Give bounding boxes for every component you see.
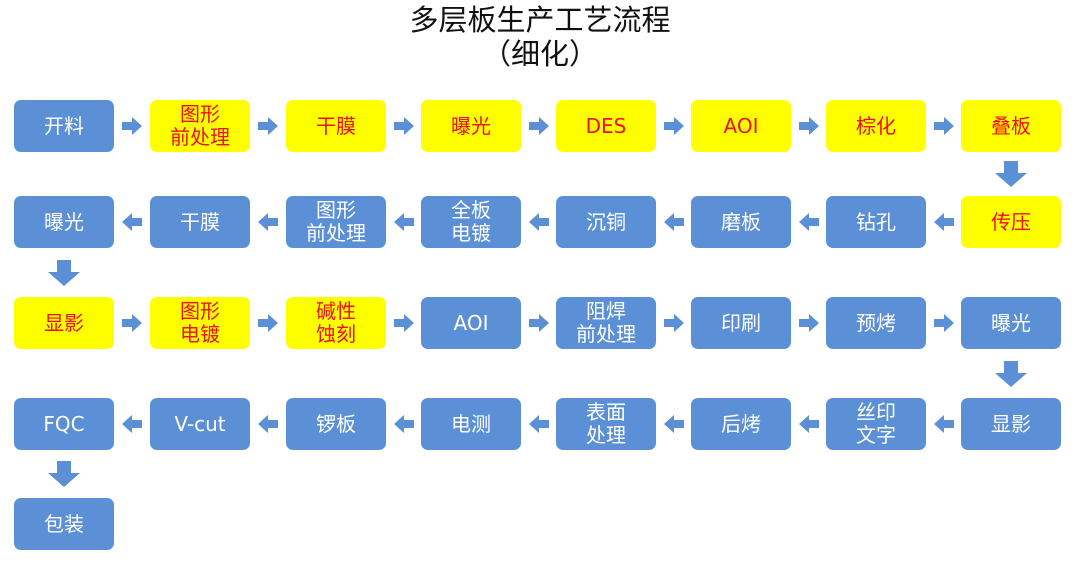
process-step: 丝印 文字: [826, 398, 926, 450]
arrow-left-icon: [393, 415, 414, 433]
process-step: 沉铜: [556, 196, 656, 248]
arrow-left-icon: [393, 213, 414, 231]
arrow-down-icon: [995, 161, 1027, 187]
arrow-left-icon: [798, 415, 819, 433]
process-step: 全板 电镀: [421, 196, 521, 248]
arrow-right-icon: [393, 117, 414, 135]
arrow-left-icon: [528, 213, 549, 231]
process-step: DES: [556, 100, 656, 152]
arrow-left-icon: [528, 415, 549, 433]
arrow-right-icon: [122, 314, 142, 332]
process-step: 干膜: [286, 100, 386, 152]
arrow-right-icon: [933, 314, 954, 332]
arrow-left-icon: [663, 415, 684, 433]
page-subtitle: （细化）: [481, 37, 598, 71]
process-step: 碱性 蚀刻: [286, 297, 386, 349]
arrow-left-icon: [663, 213, 684, 231]
process-step: 图形 电镀: [150, 297, 250, 349]
process-step: 曝光: [14, 196, 114, 248]
arrow-right-icon: [258, 117, 278, 135]
process-step: AOI: [421, 297, 521, 349]
arrow-right-icon: [663, 117, 684, 135]
process-step: V-cut: [150, 398, 250, 450]
process-step: 电测: [421, 398, 521, 450]
arrow-right-icon: [798, 314, 819, 332]
arrow-down-icon: [48, 259, 80, 286]
arrow-right-icon: [122, 117, 142, 135]
arrow-down-icon: [48, 461, 80, 487]
arrow-right-icon: [933, 117, 954, 135]
arrow-right-icon: [393, 314, 414, 332]
process-step: 图形 前处理: [150, 100, 250, 152]
arrow-right-icon: [528, 117, 549, 135]
process-step: 开料: [14, 100, 114, 152]
arrow-left-icon: [122, 415, 142, 433]
arrow-down-icon: [995, 360, 1027, 387]
process-step: 钻孔: [826, 196, 926, 248]
process-step: 棕化: [826, 100, 926, 152]
process-step: 叠板: [961, 100, 1061, 152]
process-step: 传压: [961, 196, 1061, 248]
arrow-left-icon: [122, 213, 142, 231]
process-step: 显影: [961, 398, 1061, 450]
process-step: 显影: [14, 297, 114, 349]
arrow-left-icon: [798, 213, 819, 231]
process-step: 曝光: [421, 100, 521, 152]
arrow-right-icon: [528, 314, 549, 332]
arrow-left-icon: [258, 213, 278, 231]
process-step: 阻焊 前处理: [556, 297, 656, 349]
arrow-left-icon: [933, 213, 954, 231]
process-step: 后烤: [691, 398, 791, 450]
process-step: 表面 处理: [556, 398, 656, 450]
arrow-right-icon: [798, 117, 819, 135]
page-title: 多层板生产工艺流程: [409, 3, 671, 37]
process-step: 图形 前处理: [286, 196, 386, 248]
process-step: AOI: [691, 100, 791, 152]
arrow-right-icon: [258, 314, 278, 332]
process-step: 干膜: [150, 196, 250, 248]
arrow-left-icon: [258, 415, 278, 433]
process-step: 印刷: [691, 297, 791, 349]
process-step: FQC: [14, 398, 114, 450]
process-step: 锣板: [286, 398, 386, 450]
process-step: 曝光: [961, 297, 1061, 349]
process-step: 预烤: [826, 297, 926, 349]
process-step: 包装: [14, 498, 114, 550]
process-step: 磨板: [691, 196, 791, 248]
arrow-right-icon: [663, 314, 684, 332]
arrow-left-icon: [933, 415, 954, 433]
